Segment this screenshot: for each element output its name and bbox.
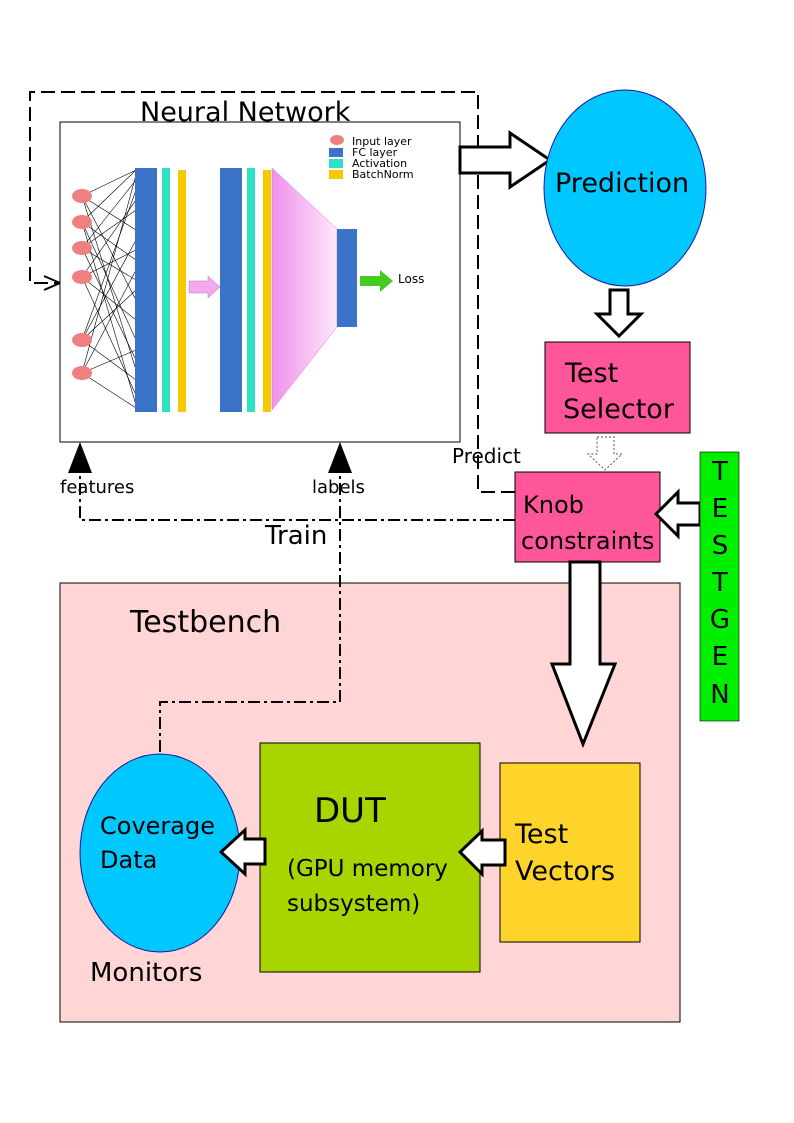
dut-title: DUT (314, 791, 386, 831)
features-arrowhead (68, 442, 92, 473)
nn-to-prediction-arrow (458, 130, 553, 190)
dut-line1: (GPU memory (287, 856, 448, 882)
coverage-labels-path (159, 470, 341, 752)
input-node (72, 241, 92, 255)
testgen-letter: N (710, 680, 729, 710)
legend-batchnorm-label: BatchNorm (352, 168, 414, 181)
testgen-letter: E (712, 494, 728, 524)
predict-label: Predict (452, 444, 521, 468)
knob-to-vectors-arrow (549, 560, 618, 749)
layer-flow-arrow (188, 275, 221, 299)
legend-input-icon (330, 135, 344, 145)
test-selector-line2: Selector (563, 394, 675, 425)
dut-to-coverage-arrow (218, 826, 267, 878)
neural-network-title: Neural Network (140, 97, 351, 128)
nn-input-layer (72, 169, 137, 409)
legend-fc-label: FC layer (352, 146, 398, 159)
testgen-letter: T (711, 568, 728, 598)
fc-layer-2 (220, 168, 242, 412)
loss-label: Loss (398, 272, 424, 286)
input-node (72, 366, 92, 380)
prediction-label: Prediction (555, 168, 689, 199)
output-layer (337, 229, 357, 327)
testgen-letter: G (710, 605, 730, 635)
testgen-to-knob-arrow (653, 488, 702, 540)
knob-constraints-line1: Knob (523, 491, 584, 519)
input-node (72, 215, 92, 229)
prediction-to-selector-arrow (593, 288, 645, 339)
legend-fc-icon (329, 148, 343, 157)
dut-line2: subsystem) (287, 891, 420, 917)
testbench-title: Testbench (129, 605, 281, 640)
labels-label: labels (312, 477, 365, 498)
testgen-box (699, 451, 740, 722)
coverage-line2: Data (100, 846, 157, 874)
test-vectors-box (499, 762, 641, 943)
selector-to-knob-arrow (586, 436, 624, 471)
train-feature-path (79, 470, 515, 521)
knob-constraints-box (514, 471, 661, 563)
input-node (72, 333, 92, 347)
nn-legend: Input layer FC layer Activation BatchNor… (329, 135, 414, 181)
dut-box (259, 742, 481, 973)
testgen-letter: E (712, 642, 728, 672)
legend-activation-icon (329, 159, 343, 168)
features-label: features (60, 477, 134, 498)
coverage-line1: Coverage (100, 812, 215, 840)
predict-dashed-loop (29, 91, 515, 493)
knob-constraints-line2: constraints (521, 527, 654, 555)
labels-arrowhead (328, 442, 352, 473)
train-label: Train (264, 521, 327, 551)
testgen-letter: T (711, 457, 728, 487)
loss-arrow (360, 270, 393, 292)
test-vectors-line1: Test (514, 819, 568, 850)
test-selector-line1: Test (564, 358, 618, 389)
prediction-node (543, 89, 707, 287)
input-node (72, 189, 92, 203)
monitors-label: Monitors (90, 958, 202, 988)
activation-layer-1 (162, 168, 170, 412)
fc-layer-1 (135, 168, 157, 412)
vectors-to-dut-arrow (457, 827, 507, 878)
testgen-letters: T E S T G E N (710, 457, 730, 710)
batchnorm-layer-2 (263, 170, 271, 412)
legend-input-label: Input layer (352, 135, 412, 148)
legend-batchnorm-icon (329, 170, 343, 179)
testgen-letter: S (712, 531, 729, 561)
batchnorm-layer-1 (178, 170, 186, 412)
legend-activation-label: Activation (352, 157, 407, 170)
input-node (72, 270, 92, 284)
test-selector-box (544, 341, 691, 434)
test-vectors-line2: Vectors (515, 856, 615, 887)
activation-layer-2 (247, 168, 255, 412)
